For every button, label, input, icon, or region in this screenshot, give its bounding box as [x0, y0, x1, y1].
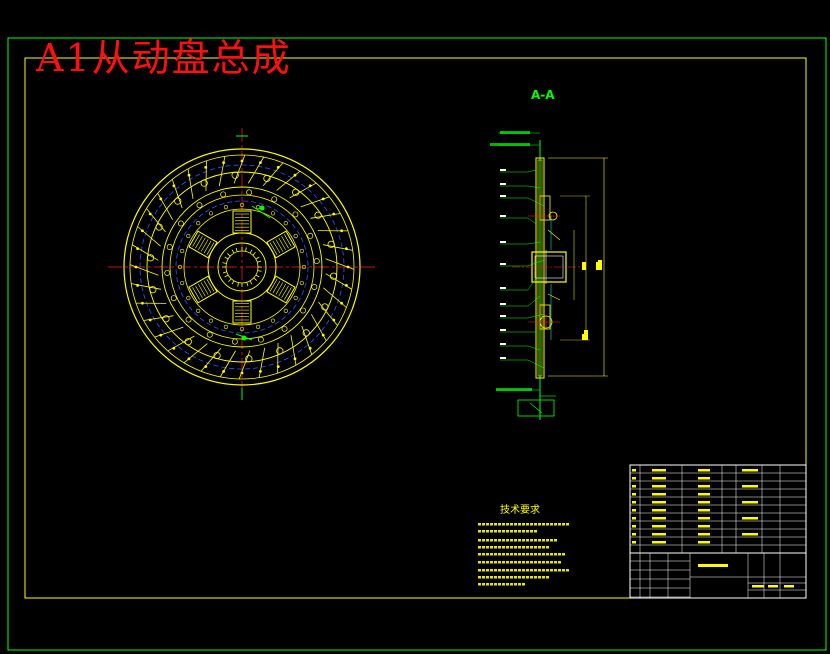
drawing-title: A1从动盘总成 — [36, 36, 292, 80]
section-view-label: A-A — [531, 88, 555, 102]
outer-frame — [7, 37, 827, 651]
inner-frame — [24, 57, 807, 599]
section-leader-lines — [500, 169, 602, 369]
front-view-disc — [108, 128, 378, 400]
technical-requirements-notes — [478, 523, 569, 586]
technical-requirements-title: 技术要求 — [500, 505, 540, 516]
title-block-table — [629, 464, 807, 599]
